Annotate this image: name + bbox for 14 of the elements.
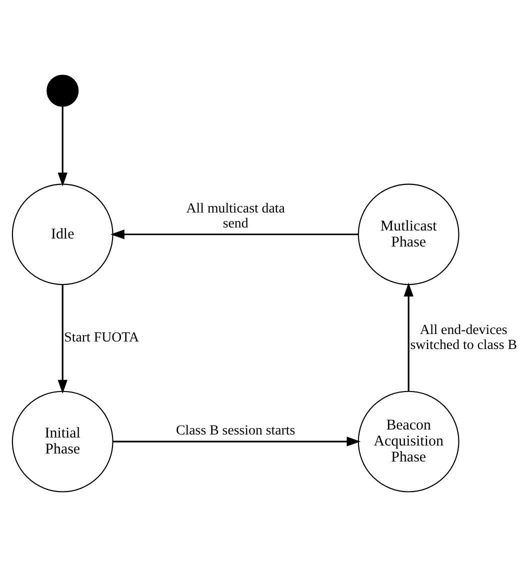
node-circle: Mutlicast Phase bbox=[358, 184, 460, 286]
edge-label: All multicast data send bbox=[186, 201, 285, 232]
edge-label: Class B session starts bbox=[176, 423, 296, 438]
edge-label: All end-devices switched to class B bbox=[410, 323, 517, 354]
arrow bbox=[112, 436, 361, 446]
node-circle: Idle bbox=[12, 184, 114, 286]
node-circle bbox=[46, 74, 79, 107]
arrow bbox=[58, 285, 68, 394]
arrow bbox=[110, 230, 358, 240]
node-circle: Beacon Acquisition Phase bbox=[358, 390, 460, 492]
edge-label: Start FUOTA bbox=[64, 330, 139, 346]
node-circle: Initial Phase bbox=[12, 390, 114, 492]
arrow bbox=[58, 106, 68, 186]
arrow bbox=[404, 282, 414, 392]
